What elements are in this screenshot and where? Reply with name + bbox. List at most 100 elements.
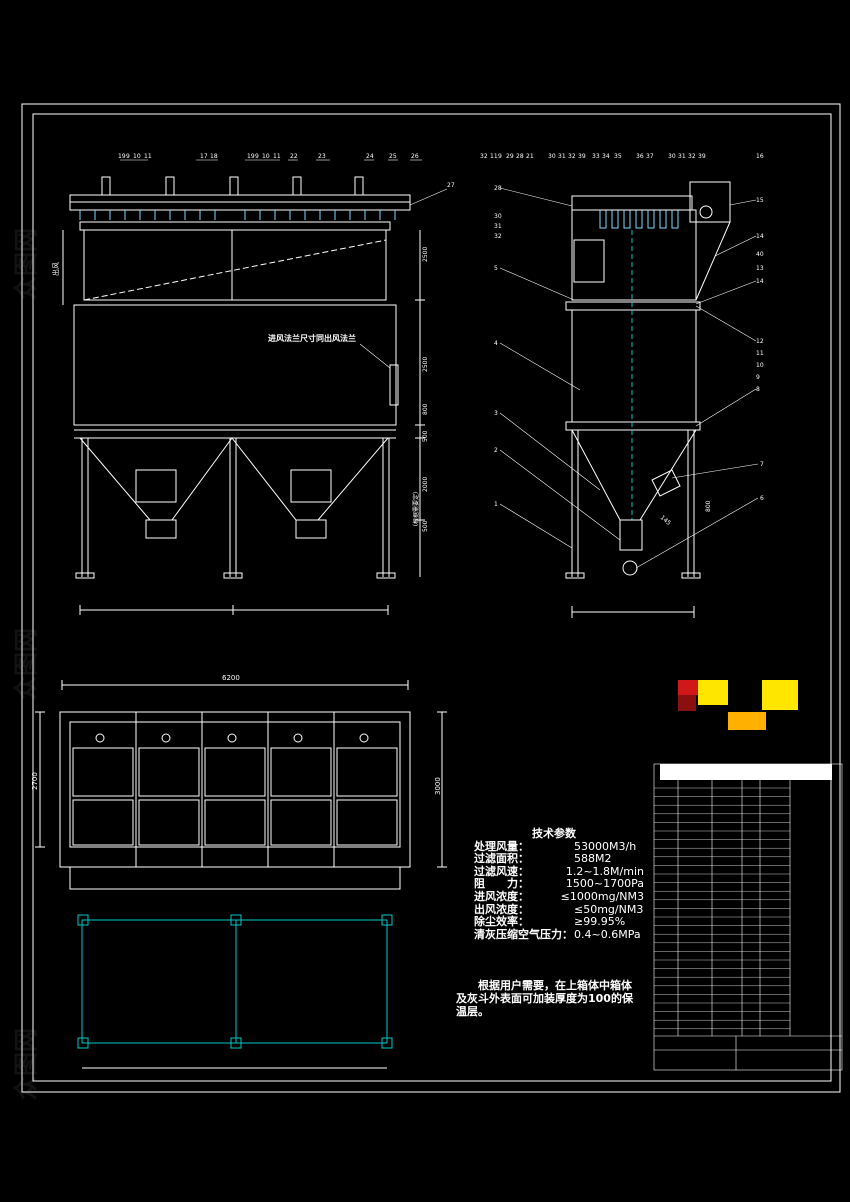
plan-nozzles bbox=[95, 733, 369, 743]
inlet-flange-label: 进风法兰尺寸同出风法兰 bbox=[268, 333, 356, 343]
watermark: 众图网 bbox=[12, 1028, 40, 1100]
callout: 36 bbox=[636, 153, 644, 160]
tech-params-title: 技术参数 bbox=[532, 827, 576, 840]
tech-param-value: 53000M3/h bbox=[574, 839, 637, 853]
callout: 11 bbox=[144, 153, 152, 160]
callout: 37 bbox=[646, 153, 654, 160]
tech-param-value: 1.2~1.8M/min bbox=[565, 864, 644, 878]
plan-view bbox=[35, 680, 447, 890]
callout: 39 bbox=[578, 153, 586, 160]
tech-param-value: 0.4~0.6MPa bbox=[574, 927, 641, 941]
callout: 9 bbox=[255, 153, 259, 160]
watermark: 众图网 bbox=[12, 228, 40, 300]
callout: 32 bbox=[688, 153, 696, 160]
dim: 800 bbox=[422, 403, 429, 415]
callout: 30 bbox=[494, 213, 502, 220]
tech-param-label: 清灰压缩空气压力： bbox=[474, 927, 573, 941]
callout: 30 bbox=[548, 153, 556, 160]
callout: 11 bbox=[273, 153, 281, 160]
callout: 13 bbox=[756, 265, 764, 272]
callout: 29 bbox=[506, 153, 514, 160]
callout: 5 bbox=[494, 265, 498, 272]
dim: 2500 bbox=[422, 357, 429, 372]
tech-param-row: 过滤面积： 588M2 bbox=[474, 853, 644, 866]
callout: 2 bbox=[494, 447, 498, 454]
plan-cells bbox=[72, 747, 398, 846]
callout: 21 bbox=[526, 153, 534, 160]
callout: 10 bbox=[756, 362, 764, 369]
callout: 22 bbox=[290, 153, 298, 160]
callout: 25 bbox=[389, 153, 397, 160]
front-elevation bbox=[62, 176, 425, 615]
callout: 31 bbox=[678, 153, 686, 160]
technical-parameters: 技术参数 处理风量： 53000M3/h 过滤面积： 588M2 过滤风速： 1.2~… bbox=[474, 827, 644, 942]
outlet-label: 出风 bbox=[51, 262, 60, 276]
tech-param-row: 阻 力： 1500~1700Pa bbox=[474, 878, 644, 891]
sheet-border-inner bbox=[32, 113, 832, 1082]
tech-param-label: 过滤风速： bbox=[474, 864, 529, 878]
dim: 800 bbox=[705, 500, 712, 512]
tech-param-value: ≤1000mg/NM3 bbox=[560, 889, 644, 903]
tech-param-label: 出风浓度： bbox=[474, 902, 529, 916]
side-callouts-left: 28 30 31 32 5 4 3 2 1 bbox=[494, 185, 502, 508]
tech-param-value: 588M2 bbox=[574, 852, 612, 866]
callout: 32 bbox=[494, 233, 502, 240]
front-dimensions: 2500 2500 800 500 2000 500 （根据需要定） bbox=[412, 247, 429, 532]
side-dimensions: 145 800 bbox=[659, 500, 712, 527]
callout: 35 bbox=[614, 153, 622, 160]
tech-param-label: 处理风量： bbox=[474, 839, 529, 853]
callout: 15 bbox=[756, 197, 764, 204]
dim: 500 bbox=[422, 520, 429, 532]
parts-list-rows bbox=[654, 787, 790, 1030]
callout: 18 bbox=[210, 153, 218, 160]
tech-param-label: 除尘效率： bbox=[474, 915, 529, 929]
callout: 31 bbox=[494, 223, 502, 230]
callout: 17 bbox=[200, 153, 208, 160]
dim-note: （根据需要定） bbox=[412, 488, 420, 530]
callout: 11 bbox=[490, 153, 498, 160]
callout: 9 bbox=[498, 153, 502, 160]
pulse-valves bbox=[101, 176, 364, 196]
callout: 27 bbox=[447, 182, 455, 189]
callout: 26 bbox=[411, 153, 419, 160]
callout: 28 bbox=[516, 153, 524, 160]
callout: 12 bbox=[756, 338, 764, 345]
callout: 19 bbox=[118, 153, 126, 160]
callout: 31 bbox=[558, 153, 566, 160]
callout: 19 bbox=[247, 153, 255, 160]
parts-list bbox=[653, 763, 843, 1071]
callout: 8 bbox=[756, 386, 760, 393]
tech-param-label: 阻 力： bbox=[474, 877, 529, 891]
dim: 145 bbox=[659, 514, 672, 527]
plan-width-dim: 6200 bbox=[222, 674, 240, 682]
callout: 28 bbox=[494, 185, 502, 192]
front-callouts: 19 9 10 11 17 18 19 9 10 11 22 23 24 25 … bbox=[118, 153, 455, 189]
tech-param-label: 过滤面积： bbox=[474, 852, 529, 866]
tech-param-value: ≥99.95% bbox=[574, 915, 626, 929]
callout: 23 bbox=[318, 153, 326, 160]
tech-param-label: 进风浓度： bbox=[474, 889, 529, 903]
callout: 4 bbox=[494, 340, 498, 347]
plan-depth-dim-right: 3000 bbox=[434, 777, 442, 795]
tech-param-row: 处理风量： 53000M3/h bbox=[474, 839, 644, 854]
tech-param-row: 清灰压缩空气压力：0.4~0.6MPa bbox=[474, 927, 644, 942]
tech-param-row: 进风浓度： ≤1000mg/NM3 bbox=[474, 889, 644, 904]
callout: 14 bbox=[756, 233, 764, 240]
callout: 10 bbox=[133, 153, 141, 160]
callout: 24 bbox=[366, 153, 374, 160]
foundation-plan bbox=[77, 914, 393, 1069]
callout: 10 bbox=[262, 153, 270, 160]
sheet-border-outer bbox=[21, 103, 841, 1093]
plan-depth-dim-left: 2700 bbox=[31, 772, 39, 790]
callout: 14 bbox=[756, 278, 764, 285]
callout: 39 bbox=[698, 153, 706, 160]
side-callouts-right: 15 14 40 13 14 12 11 10 9 8 7 6 bbox=[756, 197, 764, 502]
insulation-note: 根据用户需要，在上箱体中箱体及灰斗外表面可加装厚度为100的保温层。 bbox=[456, 979, 633, 1018]
dim: 2000 bbox=[422, 477, 429, 492]
dim: 2500 bbox=[422, 247, 429, 262]
callout: 34 bbox=[602, 153, 610, 160]
tech-param-row: 过滤风速： 1.2~1.8M/min bbox=[474, 864, 644, 879]
tech-param-value: 1500~1700Pa bbox=[565, 877, 644, 891]
callout: 32 bbox=[480, 153, 488, 160]
